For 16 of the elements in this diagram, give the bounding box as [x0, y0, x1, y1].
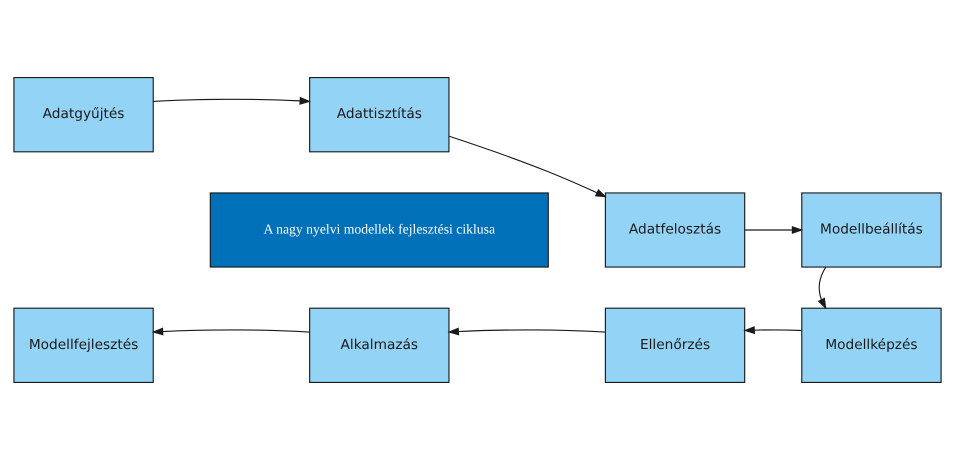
node-box: Modellképzés [800, 308, 942, 383]
arrow [152, 96, 310, 105]
node-box: Adatgyűjtés [12, 77, 154, 152]
arrow [448, 136, 606, 198]
arrow [744, 226, 803, 234]
node-box: Ellenőrzés [604, 308, 745, 383]
node-box: Adattisztítás [308, 77, 450, 152]
node-box: Alkalmazás [308, 308, 450, 383]
node-box: Modellfejlesztés [12, 308, 154, 383]
arrow [742, 326, 802, 334]
node-box: Modellbeállítás [800, 192, 942, 268]
node-box: Adatfelosztás [604, 192, 745, 268]
arrow [447, 328, 605, 336]
node-box: A nagy nyelvi modellek fejlesztési ciklusa [209, 192, 548, 268]
arrow [151, 328, 309, 336]
arrow [817, 266, 826, 310]
